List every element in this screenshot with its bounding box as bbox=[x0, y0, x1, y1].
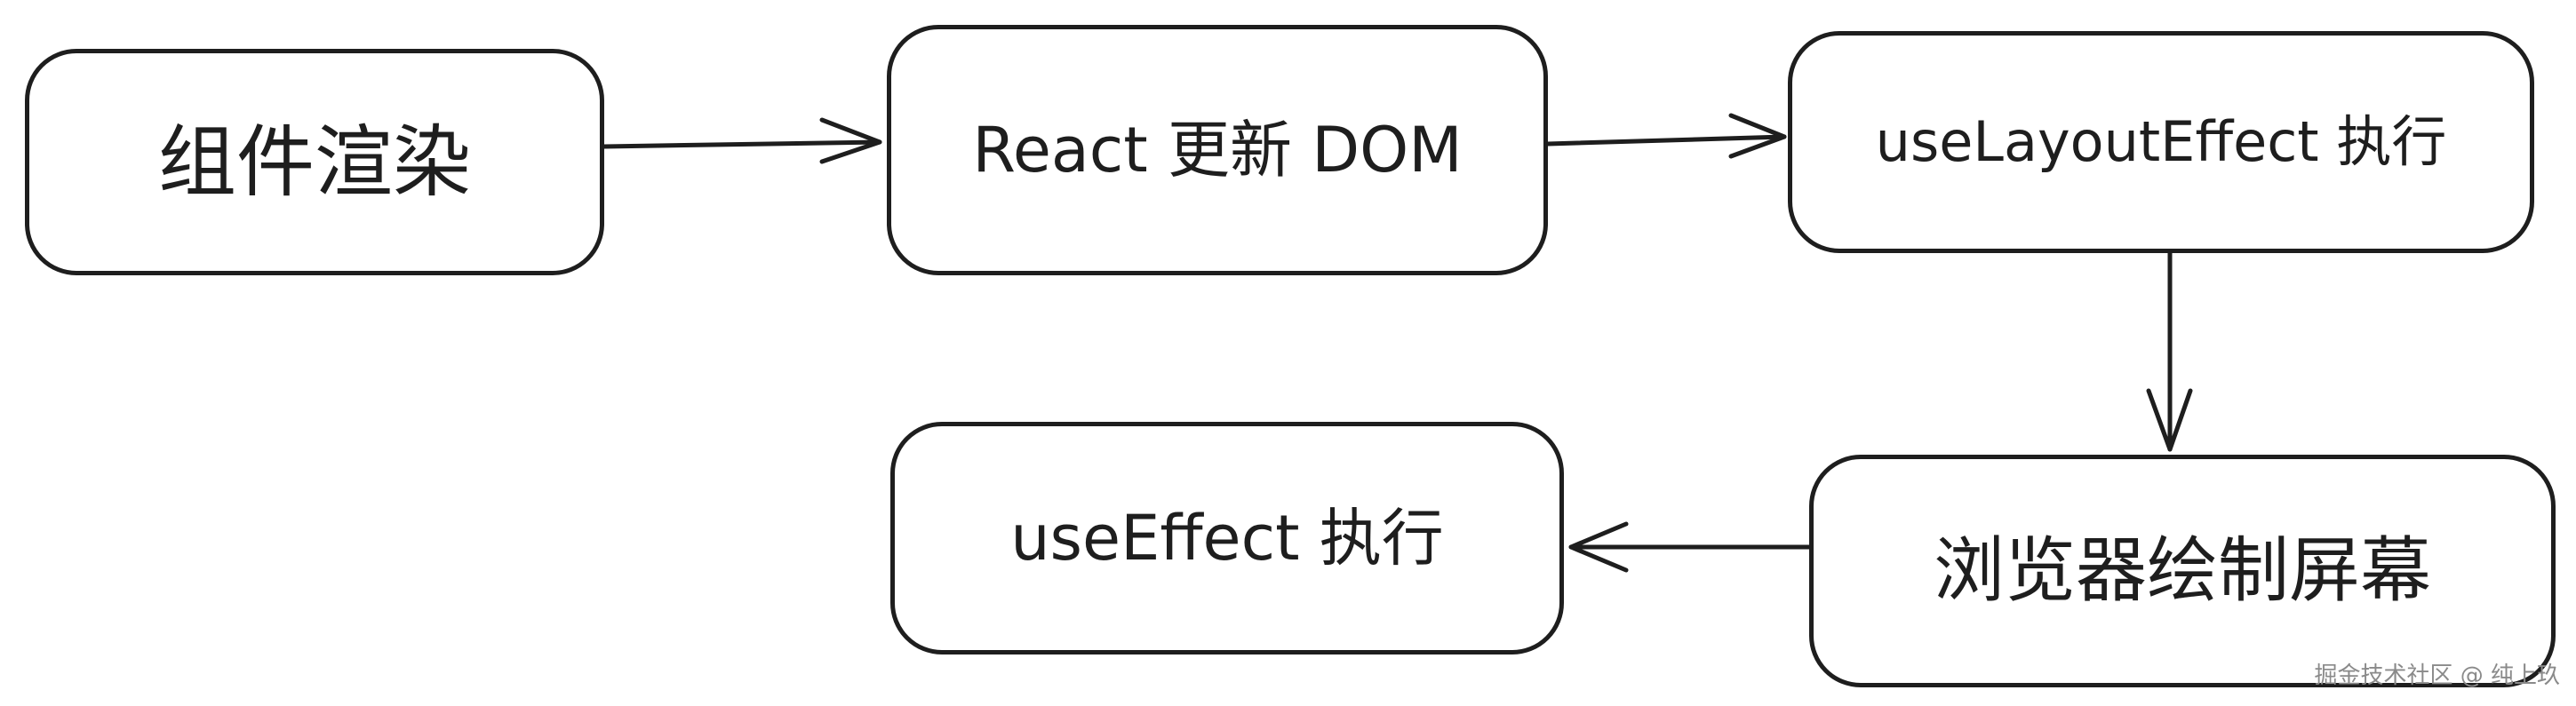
node-use-effect-label: useEffect 执行 bbox=[1010, 502, 1444, 575]
node-component-render: 组件渲染 bbox=[25, 49, 604, 275]
node-component-render-label: 组件渲染 bbox=[157, 115, 471, 208]
node-use-effect: useEffect 执行 bbox=[890, 422, 1564, 654]
edge-layout-effect-to-paint bbox=[2146, 248, 2193, 452]
watermark-text: 掘金技术社区 @ 纯上玖 bbox=[2314, 662, 2560, 689]
node-use-layout-effect-label: useLayoutEffect 执行 bbox=[1875, 109, 2447, 174]
edge-react-update-to-layout-effect bbox=[1545, 113, 1787, 159]
node-use-layout-effect: useLayoutEffect 执行 bbox=[1788, 31, 2534, 253]
edge-render-to-react-update bbox=[602, 117, 882, 164]
edge-paint-to-effect bbox=[1568, 521, 1812, 573]
node-browser-paint: 浏览器绘制屏幕 bbox=[1809, 455, 2556, 687]
node-browser-paint-label: 浏览器绘制屏幕 bbox=[1934, 529, 2431, 612]
node-react-update-dom: React 更新 DOM bbox=[887, 25, 1548, 275]
node-react-update-dom-label: React 更新 DOM bbox=[972, 114, 1463, 186]
